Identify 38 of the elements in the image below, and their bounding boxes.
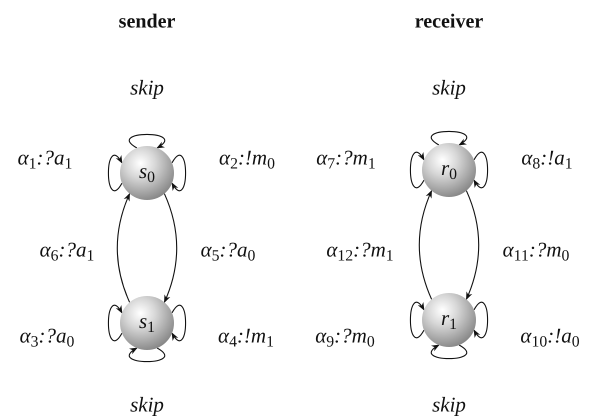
edge-label: α$_{5}$:?a$_{0}$ (200, 240, 256, 264)
edge-label: α$_{4}$:!m$_{1}$ (218, 326, 274, 350)
transition-arrow (129, 348, 165, 362)
state-circle: s$_{0}$ (120, 146, 174, 200)
edge-label: skip (130, 78, 164, 98)
transition-arrow (410, 302, 424, 338)
column-heading: receiver (414, 10, 484, 34)
edge-label: α$_{12}$:?m$_{1}$ (326, 240, 394, 264)
transition-arrow (466, 190, 480, 300)
transition-arrow (410, 152, 424, 188)
edge-label: skip (432, 394, 466, 416)
edge-label: α$_{11}$:?m$_{0}$ (502, 240, 570, 264)
transition-arrow (164, 193, 178, 304)
edge-label: α$_{8}$:!a$_{1}$ (521, 148, 573, 172)
transition-arrow (418, 190, 432, 300)
edge-label: α$_{10}$:!a$_{0}$ (520, 326, 580, 350)
edge-label: α$_{9}$:?m$_{0}$ (315, 326, 375, 350)
edge-label: α$_{1}$:?a$_{1}$ (18, 148, 72, 172)
state-circle: r$_{0}$ (422, 143, 476, 197)
state-circle: s$_{1}$ (120, 296, 174, 350)
state-circle: r$_{1}$ (422, 293, 476, 347)
transition-arrow (431, 344, 467, 360)
transition-arrow (474, 152, 488, 188)
transition-arrow (108, 305, 122, 341)
edge-label: skip (130, 394, 164, 416)
transition-arrow (474, 302, 488, 338)
edge-label: α$_{6}$:?a$_{1}$ (40, 240, 94, 264)
transition-arrow (116, 192, 130, 303)
edge-label: α$_{2}$:!m$_{0}$ (219, 148, 275, 172)
edge-label: α$_{3}$:?a$_{0}$ (20, 326, 74, 350)
transition-arrow (108, 155, 122, 191)
edge-label: skip (432, 78, 466, 98)
edge-label: α$_{7}$:?m$_{1}$ (316, 148, 376, 172)
transition-arrow (172, 155, 186, 191)
transition-arrow (172, 305, 186, 341)
transition-arrow (129, 134, 165, 148)
transition-arrow (431, 130, 467, 146)
column-heading: sender (118, 10, 176, 34)
